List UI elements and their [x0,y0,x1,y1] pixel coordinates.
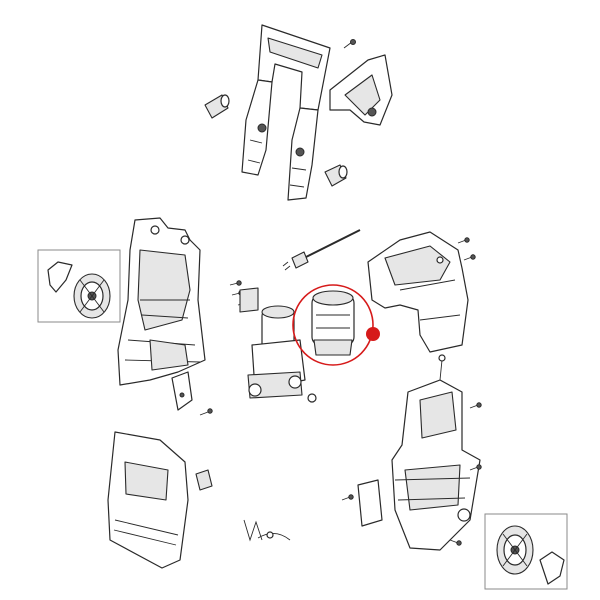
screws-right[interactable] [457,237,476,261]
bracket-small[interactable] [171,371,193,411]
highlight-marker[interactable] [366,327,380,341]
handle-side-cover[interactable] [329,54,393,126]
wheel-inset [37,249,121,323]
highlight-circle [292,284,374,366]
small-cap[interactable] [195,469,213,491]
front-cover[interactable] [107,431,189,569]
screw-left[interactable] [199,408,213,416]
housing-right-cover[interactable] [367,231,469,353]
handle-frame[interactable] [241,24,331,201]
fuse-wire[interactable] [243,519,291,542]
housing-left[interactable] [117,217,206,386]
screws-base[interactable] [341,402,482,546]
screw-top[interactable] [343,39,356,49]
wheel-inset-right [484,513,568,590]
base-chassis[interactable] [357,354,481,551]
power-cord[interactable] [282,229,361,271]
motor-pump-assembly[interactable] [229,280,317,403]
hose-hook[interactable] [324,164,348,187]
cable-hook[interactable] [204,94,230,119]
motor-highlighted[interactable] [292,284,380,366]
